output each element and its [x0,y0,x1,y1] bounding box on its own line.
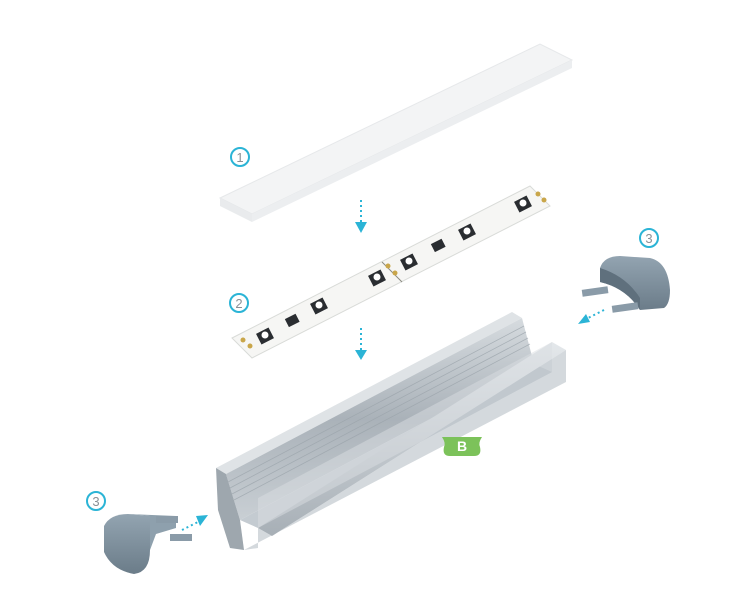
callout-label: 3 [92,493,100,509]
left-arrow-icon [578,309,605,324]
badge-letter: B [456,438,468,454]
aluminum-profile [216,312,566,550]
down-arrow-icon [355,328,367,360]
end-cap-right [581,256,670,313]
profile-type-badge-shape [442,437,482,456]
diffuser-cover [218,43,574,222]
profile-type-badge: B [442,437,482,456]
down-arrow-icon [355,200,367,233]
led-strip [231,185,551,359]
callout-1: 1 [230,147,250,167]
callout-label: 1 [236,149,244,165]
right-arrow-icon [181,515,208,531]
callout-3-right: 3 [639,228,659,248]
callout-label: 2 [235,295,243,311]
end-cap-left [104,514,192,574]
callout-3-left: 3 [86,491,106,511]
callout-label: 3 [645,230,653,246]
callout-2: 2 [229,293,249,313]
